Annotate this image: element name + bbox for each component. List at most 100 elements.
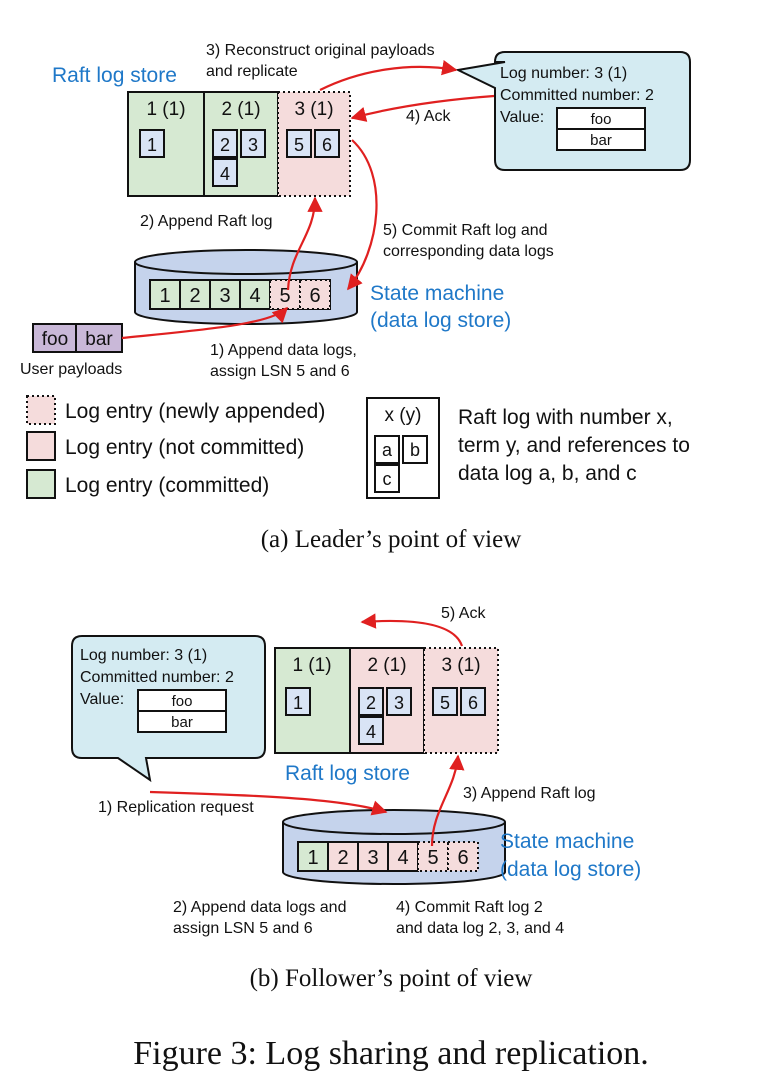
leader-entry-3-header: 3 (1) [294, 99, 333, 120]
arrow-append-raft-log [286, 196, 323, 291]
leader-panel: Raft log store 1 (1) 2 (1) 3 (1) 1 2 3 4… [20, 42, 691, 380]
follower-bubble-value-box [137, 710, 227, 733]
follower-data-log-new [447, 841, 479, 872]
leader-step5-line1: 5) Commit Raft log and [383, 222, 548, 239]
leader-entry-2-ref-box [240, 129, 266, 158]
follower-entry-2-ref: 2 [366, 693, 376, 713]
arrow-replication-request [149, 790, 388, 816]
leader-step4-label: 4) Ack [406, 108, 451, 125]
leader-data-log-lsn: 5 [279, 285, 290, 307]
arrow-follower-ack [360, 613, 464, 647]
leader-step5-line2: corresponding data logs [383, 243, 554, 260]
leader-entry-3-ref: 6 [322, 135, 332, 155]
leader-step1-line1: 1) Append data logs, [210, 342, 357, 359]
leader-step3-line1: 3) Reconstruct original payloads [206, 42, 435, 59]
legend-swatch-committed [26, 469, 56, 499]
legend-committed: Log entry (committed) [65, 474, 269, 497]
follower-entry-3-header: 3 (1) [441, 655, 480, 676]
leader-entry-1-header: 1 (1) [146, 99, 185, 120]
legend-newly-appended: Log entry (newly appended) [65, 400, 325, 423]
follower-data-log-lsn: 4 [397, 847, 408, 869]
caption-a: (a) Leader’s point of view [261, 526, 522, 553]
legend-not-committed: Log entry (not committed) [65, 436, 304, 459]
follower-entry-3-ref: 6 [468, 693, 478, 713]
user-payload: foo [42, 329, 68, 350]
follower-bubble-value: foo [172, 693, 193, 710]
follower-step2-line1: 2) Append data logs and [173, 899, 346, 916]
leader-bubble-value-label: Value: [500, 109, 544, 126]
legend-sample-ref: b [410, 440, 420, 460]
leader-entry-1-ref: 1 [147, 135, 157, 155]
legend-swatch-not-committed [26, 431, 56, 461]
follower-step1-label: 1) Replication request [98, 799, 254, 816]
follower-data-log-lsn: 1 [307, 847, 318, 869]
leader-data-log-new [269, 279, 301, 310]
arrow-ack [350, 94, 495, 122]
arrow-replicate [319, 60, 458, 91]
follower-entry-3-ref: 5 [440, 693, 450, 713]
follower-entry-1-ref: 1 [293, 693, 303, 713]
leader-step3-line2: and replicate [206, 63, 298, 80]
follower-step4-line1: 4) Commit Raft log 2 [396, 899, 543, 916]
leader-entry-2-header: 2 (1) [221, 99, 260, 120]
follower-data-log-lsn: 6 [457, 847, 468, 869]
legend-desc-line3: data log a, b, and c [458, 462, 637, 485]
figure-caption: Figure 3: Log sharing and replication. [133, 1035, 649, 1072]
follower-step5-label: 5) Ack [441, 605, 486, 622]
leader-cylinder-top [134, 249, 358, 275]
legend-sample-header: x (y) [385, 405, 422, 426]
leader-state-machine-line1: State machine [370, 282, 504, 305]
follower-step3-label: 3) Append Raft log [463, 785, 596, 802]
leader-bubble-value: bar [590, 132, 612, 149]
legend-desc-line1: Raft log with number x, [458, 406, 673, 429]
follower-state-machine-line2: (data log store) [500, 858, 641, 881]
legend-swatch-newly-appended [26, 395, 56, 425]
legend: Log entry (newly appended) Log entry (no… [26, 395, 690, 499]
follower-step4-line2: and data log 2, 3, and 4 [396, 920, 564, 937]
user-payloads-label: User payloads [20, 361, 122, 378]
leader-raft-log-store-label: Raft log store [52, 64, 177, 87]
leader-entry-2-ref: 3 [248, 135, 258, 155]
leader-step2-label: 2) Append Raft log [140, 213, 273, 230]
follower-panel: 5) Ack Log number: 3 (1) Committed numbe… [71, 605, 641, 937]
leader-entry-3-ref-box [314, 129, 340, 158]
leader-data-log-lsn: 3 [219, 285, 230, 307]
leader-entry-3-ref-box [286, 129, 312, 158]
leader-bubble-committed-number: Committed number: 2 [500, 87, 654, 104]
legend-sample-ref: a [382, 440, 393, 460]
leader-data-log-new [299, 279, 331, 310]
follower-entry-2-ref: 4 [366, 722, 376, 742]
leader-entry-3-ref: 5 [294, 135, 304, 155]
leader-state-machine-line2: (data log store) [370, 309, 511, 332]
leader-data-log-lsn: 1 [159, 285, 170, 307]
leader-bubble-log-number: Log number: 3 (1) [500, 65, 627, 82]
leader-data-log-lsn: 2 [189, 285, 200, 307]
legend-sample-ref: c [383, 469, 392, 489]
leader-entry-2-ref: 2 [220, 135, 230, 155]
leader-bubble-value: foo [591, 111, 612, 128]
follower-step2-line2: assign LSN 5 and 6 [173, 920, 313, 937]
leader-entry-2-ref: 4 [220, 164, 230, 184]
leader-entry-1-ref-box [139, 129, 165, 158]
follower-cylinder-top [282, 809, 506, 835]
follower-data-log-lsn: 3 [367, 847, 378, 869]
follower-entry-2-ref: 3 [394, 693, 404, 713]
user-payload: bar [85, 329, 113, 350]
leader-step1-line2: assign LSN 5 and 6 [210, 363, 350, 380]
follower-entry-2-header: 2 (1) [367, 655, 406, 676]
follower-bubble-committed-number: Committed number: 2 [80, 669, 234, 686]
follower-state-machine-line1: State machine [500, 830, 634, 853]
user-payloads-box [32, 323, 123, 353]
follower-raft-log-store-label: Raft log store [285, 762, 410, 785]
follower-bubble-log-number: Log number: 3 (1) [80, 647, 207, 664]
follower-data-log-lsn: 5 [427, 847, 438, 869]
follower-entry-1-header: 1 (1) [292, 655, 331, 676]
arrow-append-data-logs [121, 306, 289, 340]
leader-data-log-lsn: 4 [249, 285, 260, 307]
leader-entry-2-ref-box [212, 158, 238, 187]
leader-data-log-lsn: 6 [309, 285, 320, 307]
caption-b: (b) Follower’s point of view [250, 965, 533, 992]
follower-bubble-value-label: Value: [80, 691, 124, 708]
follower-data-log-lsn: 2 [337, 847, 348, 869]
